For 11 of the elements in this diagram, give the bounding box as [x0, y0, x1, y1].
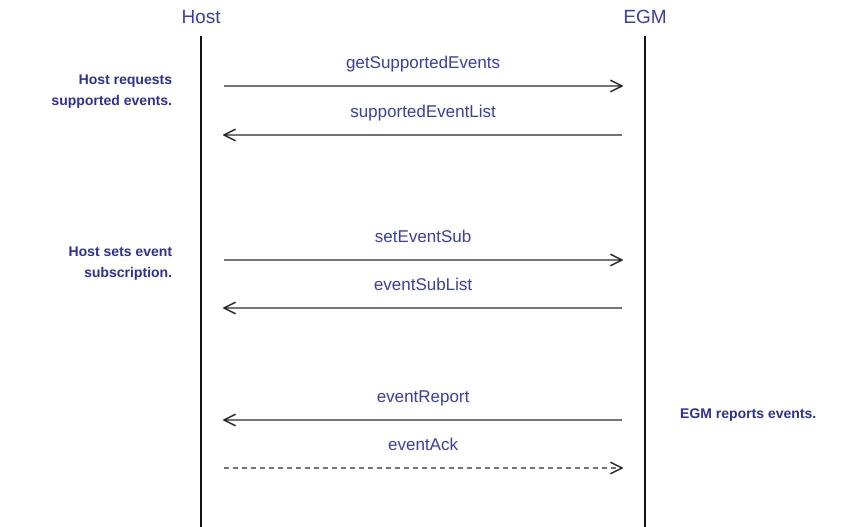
participant-label: EGM	[622, 6, 668, 30]
message-arrow	[224, 253, 623, 267]
message-arrow	[224, 79, 623, 93]
step-note: Host sets event subscription.	[68, 242, 172, 282]
message-arrow	[223, 413, 622, 427]
step-note: EGM reports events.	[680, 404, 818, 423]
message-arrow	[223, 128, 622, 142]
participant-label: Host	[180, 6, 222, 30]
step-note: Host requests supported events.	[50, 70, 172, 110]
message-arrow	[224, 461, 623, 475]
message-arrow	[223, 301, 622, 315]
